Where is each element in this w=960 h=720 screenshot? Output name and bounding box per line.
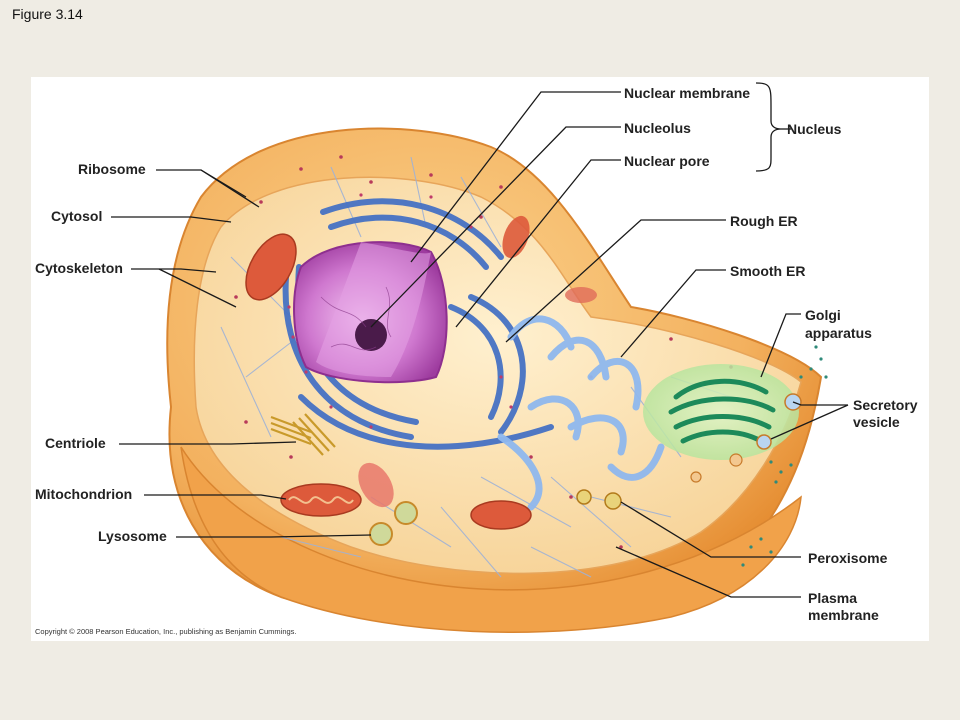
nucleolus bbox=[355, 319, 387, 351]
label-lysosome: Lysosome bbox=[98, 528, 167, 544]
label-centriole: Centriole bbox=[45, 435, 106, 451]
lysosome bbox=[369, 522, 393, 546]
label-rough-er: Rough ER bbox=[730, 213, 798, 229]
leader-lines bbox=[111, 82, 849, 598]
golgi-apparatus bbox=[643, 364, 799, 460]
peroxisome bbox=[604, 492, 622, 510]
smooth-er bbox=[497, 315, 665, 511]
mitochondria bbox=[245, 215, 597, 530]
label-smooth-er: Smooth ER bbox=[730, 263, 805, 279]
label-golgi-line2: apparatus bbox=[805, 325, 872, 341]
label-cytoskeleton: Cytoskeleton bbox=[35, 260, 123, 276]
label-nucleus: Nucleus bbox=[787, 121, 842, 137]
figure-caption: Figure 3.14 bbox=[12, 6, 83, 22]
label-secretory-line2: vesicle bbox=[853, 414, 900, 430]
label-peroxisome: Peroxisome bbox=[808, 550, 888, 566]
copyright-notice: Copyright © 2008 Pearson Education, Inc.… bbox=[35, 627, 297, 636]
label-nucleolus: Nucleolus bbox=[624, 120, 691, 136]
label-nuclear-membrane: Nuclear membrane bbox=[624, 85, 750, 101]
label-nuclear-pore: Nuclear pore bbox=[624, 153, 710, 169]
cell-front-wall bbox=[180, 446, 802, 634]
label-golgi-line1: Golgi bbox=[805, 307, 841, 323]
label-secretory-line1: Secretory bbox=[853, 397, 918, 413]
cell-diagram-panel: Ribosome Cytosol Cytoskeleton Centriole … bbox=[31, 77, 929, 641]
label-mitochondrion: Mitochondrion bbox=[35, 486, 132, 502]
label-plasma-line1: Plasma bbox=[808, 590, 857, 606]
label-plasma-line2: membrane bbox=[808, 607, 879, 623]
secreted-particles bbox=[741, 345, 828, 567]
rough-er-ribosomes bbox=[287, 193, 513, 429]
nucleus bbox=[293, 241, 448, 384]
centrioles bbox=[270, 413, 336, 456]
label-ribosome: Ribosome bbox=[78, 161, 146, 177]
label-cytosol: Cytosol bbox=[51, 208, 102, 224]
animal-cell-diagram: Ribosome Cytosol Cytoskeleton Centriole … bbox=[35, 82, 918, 636]
